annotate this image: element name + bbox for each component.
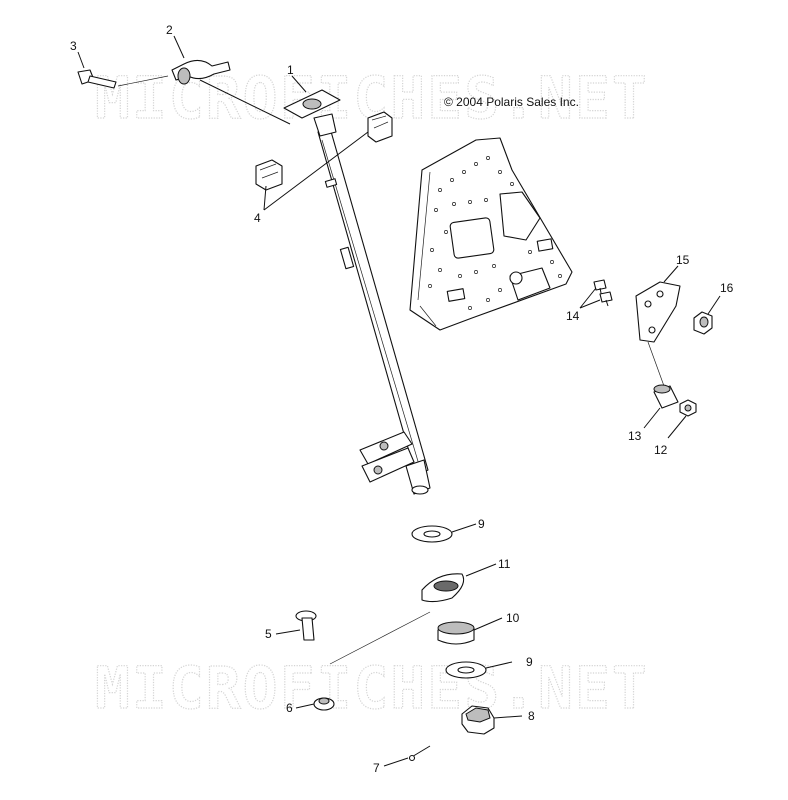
leader-plate-spacer: [647, 341, 665, 387]
leader-clamp-column: [199, 79, 291, 125]
callout-10: 10: [506, 611, 520, 625]
leader-16: [707, 295, 721, 315]
clamp: [171, 59, 231, 85]
callout-2: 2: [166, 23, 173, 37]
leader-4b: [263, 185, 267, 211]
leader-1: [291, 75, 307, 93]
leader-6: [295, 703, 315, 709]
copyright-notice: © 2004 Polaris Sales Inc.: [444, 95, 579, 109]
leader-9a: [451, 523, 477, 533]
leader-15: [663, 265, 679, 283]
watermark-bottom: MICROFICHES.NET: [95, 654, 649, 722]
callout-15: 15: [676, 253, 690, 267]
bushing-ring: [437, 621, 475, 645]
leader-7: [383, 757, 409, 767]
leader-3: [77, 51, 85, 69]
leader-12: [667, 415, 687, 439]
bolt: [77, 69, 117, 89]
callout-12: 12: [654, 443, 668, 457]
callout-16: 16: [720, 281, 734, 295]
leader-bolt-clamp: [117, 75, 169, 87]
callout-7: 7: [373, 761, 380, 775]
hex-nut: [461, 705, 495, 735]
callout-9-lower: 9: [526, 655, 533, 669]
mounting-plate: [635, 281, 681, 343]
cotter-pin: [408, 745, 431, 762]
bushing-upper: [367, 111, 393, 143]
callout-4: 4: [254, 211, 261, 225]
leader-13: [643, 407, 661, 429]
callout-13: 13: [628, 429, 642, 443]
callout-3: 3: [70, 39, 77, 53]
leader-5: [275, 629, 301, 635]
nut-small: [679, 399, 697, 417]
washer-lower: [445, 661, 487, 679]
bearing: [421, 573, 465, 603]
leader-9b: [485, 661, 513, 669]
leader-8: [493, 715, 523, 719]
leader-bolt-column: [329, 611, 431, 665]
callout-9-upper: 9: [478, 517, 485, 531]
callout-5: 5: [265, 627, 272, 641]
callout-8: 8: [528, 709, 535, 723]
spacer: [653, 384, 679, 409]
leader-11: [465, 563, 497, 577]
washer-upper: [411, 525, 453, 543]
callout-1: 1: [287, 63, 294, 77]
cap-nut: [693, 311, 713, 335]
bushing-lower: [255, 159, 283, 191]
dash-panel: [409, 137, 573, 331]
leader-4a: [263, 131, 369, 211]
steering-column: [283, 89, 431, 495]
leader-14a: [579, 287, 597, 309]
callout-11: 11: [498, 557, 511, 571]
flange-nut: [313, 697, 335, 711]
callout-6: 6: [286, 701, 293, 715]
leader-10: [473, 617, 503, 631]
leader-2: [173, 35, 185, 59]
carriage-bolt: [295, 610, 317, 641]
leader-14b: [579, 299, 601, 309]
callout-14: 14: [566, 309, 580, 323]
screws: [593, 279, 613, 307]
